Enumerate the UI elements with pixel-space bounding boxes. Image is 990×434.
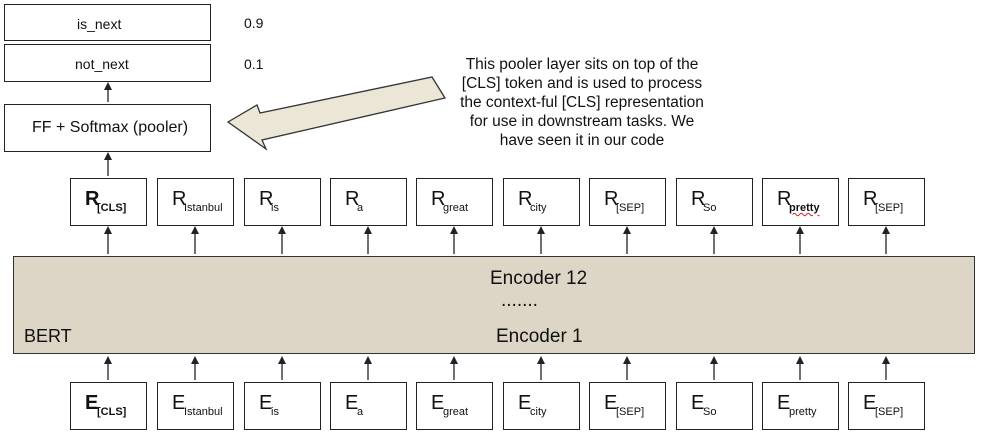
output-not-next-value: 0.1 xyxy=(244,56,264,72)
rep-token-letter: R xyxy=(863,188,878,210)
rep-token-letter: R xyxy=(691,188,706,210)
annotation-pointer-arrow xyxy=(226,76,447,151)
encoder-dots: ....... xyxy=(501,290,538,311)
emb-token-subscript: a xyxy=(357,406,364,418)
rep-token-sep-1: R [SEP] xyxy=(589,178,666,226)
rep-token-pretty: R pretty xyxy=(762,178,839,226)
annotation-line: for use in downstream tasks. We xyxy=(469,113,695,130)
emb-token-subscript: So xyxy=(703,406,717,418)
pooler-annotation: This pooler layer sits on top of the [CL… xyxy=(392,55,772,150)
annotation-line: the context-ful [CLS] representation xyxy=(460,94,704,111)
emb-token-letter: E xyxy=(604,392,618,414)
emb-token-cls: E [CLS] xyxy=(70,382,147,430)
emb-token-so: E So xyxy=(676,382,753,430)
bert-encoder-stack: Encoder 12 ....... Encoder 1 BERT xyxy=(13,256,975,354)
emb-token-subscript: is xyxy=(271,406,279,418)
output-is-next-box: is_next xyxy=(4,4,211,41)
emb-token-letter: E xyxy=(259,392,273,414)
rep-token-city: R city xyxy=(503,178,580,226)
rep-token-subscript: great xyxy=(443,202,469,214)
rep-token-sep-2: R [SEP] xyxy=(848,178,925,226)
emb-token-subscript: great xyxy=(443,406,469,418)
emb-token-a: E a xyxy=(330,382,407,430)
output-not-next-box: not_next xyxy=(4,44,211,82)
rep-token-letter: R xyxy=(172,188,187,210)
rep-token-letter: R xyxy=(604,188,619,210)
emb-token-letter: E xyxy=(691,392,705,414)
rep-token-great: R great xyxy=(416,178,493,226)
rep-token-so: R So xyxy=(676,178,753,226)
emb-token-city: E city xyxy=(503,382,580,430)
rep-token-subscript: So xyxy=(703,202,717,214)
rep-token-subscript: [CLS] xyxy=(97,202,127,214)
annotation-line: This pooler layer sits on top of the xyxy=(465,56,699,73)
rep-token-letter: R xyxy=(431,188,446,210)
pooler-box: FF + Softmax (pooler) xyxy=(4,104,211,152)
output-is-next-value: 0.9 xyxy=(244,15,264,31)
rep-token-subscript: is xyxy=(271,202,279,214)
rep-token-istanbul: R Istanbul xyxy=(157,178,234,226)
emb-token-letter: E xyxy=(431,392,445,414)
encoder-bottom-label: Encoder 1 xyxy=(496,326,583,347)
emb-token-pretty: E pretty xyxy=(762,382,839,430)
emb-token-subscript: [SEP] xyxy=(875,406,904,418)
emb-token-is: E is xyxy=(244,382,321,430)
bert-model-label: BERT xyxy=(24,326,72,346)
rep-token-subscript: [SEP] xyxy=(875,202,904,214)
output-not-next-label: not_next xyxy=(75,56,129,72)
rep-token-letter: R xyxy=(85,188,100,210)
pooler-label: FF + Softmax (pooler) xyxy=(32,119,189,136)
rep-token-subscript: Istanbul xyxy=(184,202,223,214)
rep-token-subscript: pretty xyxy=(789,202,820,214)
emb-token-sep-2: E [SEP] xyxy=(848,382,925,430)
emb-token-letter: E xyxy=(777,392,791,414)
rep-token-letter: R xyxy=(345,188,360,210)
emb-token-subscript: city xyxy=(530,406,547,418)
output-is-next-label: is_next xyxy=(77,16,122,32)
rep-token-letter: R xyxy=(777,188,792,210)
emb-token-letter: E xyxy=(863,392,877,414)
emb-token-subscript: Istanbul xyxy=(184,406,223,418)
emb-token-letter: E xyxy=(345,392,359,414)
emb-token-great: E great xyxy=(416,382,493,430)
rep-token-subscript: [SEP] xyxy=(616,202,645,214)
rep-token-a: R a xyxy=(330,178,407,226)
emb-token-subscript: [SEP] xyxy=(616,406,645,418)
emb-token-subscript: [CLS] xyxy=(97,406,127,418)
rep-token-subscript: a xyxy=(357,202,364,214)
rep-token-letter: R xyxy=(518,188,533,210)
emb-token-letter: E xyxy=(85,392,99,414)
emb-token-letter: E xyxy=(518,392,532,414)
rep-token-cls: R [CLS] xyxy=(70,178,147,226)
annotation-line: [CLS] token and is used to process xyxy=(461,75,703,92)
rep-token-subscript: city xyxy=(530,202,547,214)
emb-token-letter: E xyxy=(172,392,186,414)
encoder-top-label: Encoder 12 xyxy=(490,268,588,289)
rep-token-letter: R xyxy=(259,188,274,210)
emb-token-sep-1: E [SEP] xyxy=(589,382,666,430)
emb-token-istanbul: E Istanbul xyxy=(157,382,234,430)
rep-token-is: R is xyxy=(244,178,321,226)
annotation-line: have seen it in our code xyxy=(499,132,665,149)
emb-token-subscript: pretty xyxy=(789,406,817,418)
